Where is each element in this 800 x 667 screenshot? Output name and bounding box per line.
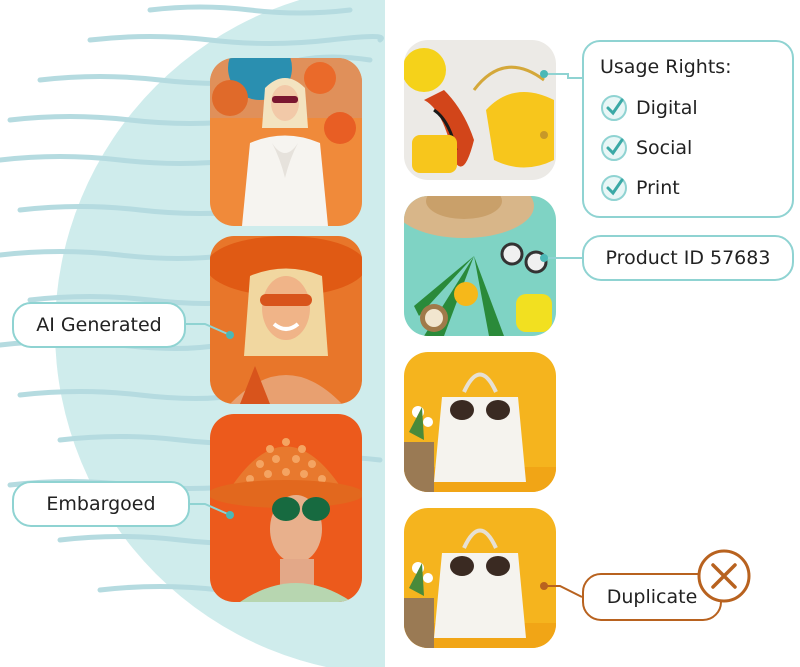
straw-hat-sunglasses-citrus-photo[interactable] xyxy=(404,196,556,336)
check-circle-icon xyxy=(601,95,627,121)
connector-dot xyxy=(540,254,548,262)
connector-dot xyxy=(540,582,548,590)
check-circle-icon xyxy=(601,135,627,161)
white-tote-bag-sunglasses-photo[interactable] xyxy=(404,352,556,492)
usage-rights-label: Social xyxy=(636,137,693,159)
usage-rights-label: Print xyxy=(636,177,680,199)
white-tote-bag-sunglasses-duplicate-photo[interactable] xyxy=(404,508,556,648)
embargoed-callout: Embargoed xyxy=(12,481,190,527)
usage-rights-item-print: Print xyxy=(600,168,776,208)
usage-rights-title: Usage Rights: xyxy=(600,56,732,78)
connector-dot xyxy=(226,511,234,519)
woman-white-blouse-photo[interactable] xyxy=(210,58,362,226)
ai-generated-callout: AI Generated xyxy=(12,302,186,348)
smiling-woman-orange-hat-photo[interactable] xyxy=(210,236,362,404)
connector-dot xyxy=(226,331,234,339)
x-circle-icon xyxy=(697,549,751,603)
check-circle-icon xyxy=(601,175,627,201)
yellow-bag-scarf-accessories-photo[interactable] xyxy=(404,40,556,180)
duplicate-label: Duplicate xyxy=(606,586,698,608)
usage-rights-item-social: Social xyxy=(600,128,776,168)
connector-dot xyxy=(540,70,548,78)
usage-rights-item-digital: Digital xyxy=(600,88,776,128)
woman-spiky-hat-green-sunglasses-photo[interactable] xyxy=(210,414,362,602)
product-id-callout: Product ID 57683 xyxy=(582,235,794,281)
usage-rights-label: Digital xyxy=(636,97,698,119)
usage-rights-callout: Usage Rights: Digital Social Print xyxy=(582,40,794,218)
